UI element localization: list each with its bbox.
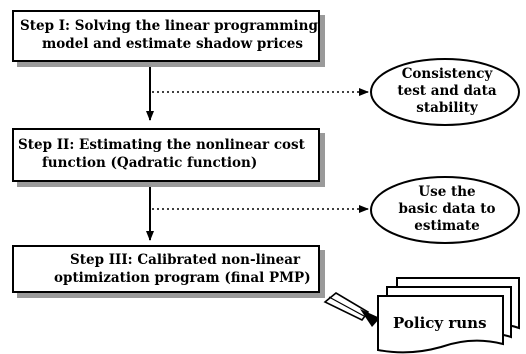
basic-data-line-3: estimate <box>414 218 480 234</box>
step-3-line-1: Step III: Calibrated non-linear <box>70 252 301 268</box>
step-1-line-2: model and estimate shadow prices <box>42 36 303 52</box>
policy-runs-label: Policy runs <box>393 314 487 332</box>
step-1-box: Step I: Solving the linear programming m… <box>12 10 320 62</box>
consistency-note: Consistency test and data stability <box>381 66 513 117</box>
basic-data-line-1: Use the <box>418 184 476 200</box>
policy-runs-document-stack <box>377 277 520 354</box>
ellipse-basic-data <box>370 176 520 244</box>
step-2-line-1: Step II: Estimating the nonlinear cost <box>18 137 305 153</box>
basic-data-note: Use the basic data to estimate <box>381 184 513 235</box>
step-3-line-2: optimization program (final PMP) <box>54 270 311 286</box>
basic-data-line-2: basic data to <box>398 201 496 217</box>
consistency-line-2: test and data <box>397 83 497 99</box>
step-3-box: Step III: Calibrated non-linear optimiza… <box>12 245 320 293</box>
step-2-line-2: function (Qadratic function) <box>42 155 258 171</box>
consistency-line-1: Consistency <box>401 66 493 82</box>
ellipse-consistency <box>370 58 520 126</box>
step-1-line-1: Step I: Solving the linear programming <box>20 18 318 34</box>
striped-arrow-to-policy-runs <box>323 292 380 327</box>
step-2-box: Step II: Estimating the nonlinear cost f… <box>12 128 320 182</box>
consistency-line-3: stability <box>416 100 478 116</box>
